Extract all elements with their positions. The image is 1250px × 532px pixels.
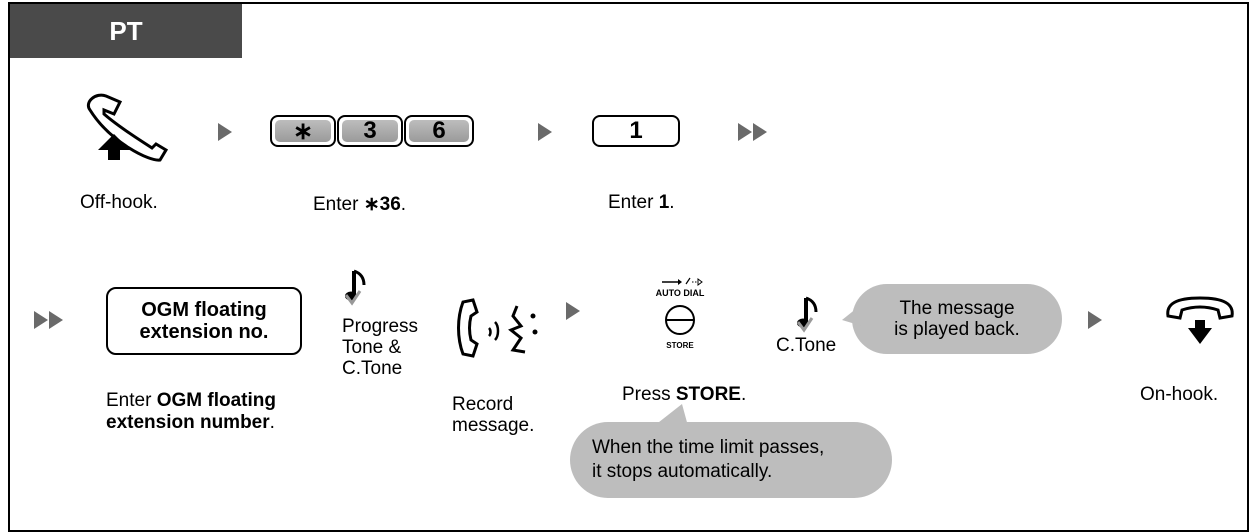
press-bold: STORE [675,384,741,405]
ogm-caption-suffix: . [269,412,275,433]
press-store-caption: Press STORE. [622,384,746,405]
ctone-caption: C.Tone [776,335,837,356]
progress-line1: Progress [342,316,419,337]
key-1: 1 [592,115,680,147]
store-bottom-label: STORE [666,341,694,350]
continue-arrow [34,311,48,329]
enter-code-suffix: . [400,194,407,215]
limit-line1: When the time limit passes, [592,437,825,458]
ogm-caption-bold2: extension number [106,412,270,433]
ogm-caption: Enter OGM floating extension number. [106,390,276,434]
message-bubble-tail [842,304,862,326]
continue-arrow [49,311,63,329]
ogm-box-line2: extension no. [139,321,269,343]
record-line2: message. [452,415,535,436]
handset-onhook-icon [1166,296,1234,344]
enter-code-value: ∗36 [363,194,401,215]
key-star: ∗ [270,115,336,147]
note-icon [344,269,366,306]
enter-1-suffix: . [669,192,675,213]
step-arrow [218,123,232,141]
key-star-label: ∗ [275,118,331,145]
record-line1: Record [452,394,514,415]
limit-line2: it stops automatically. [592,461,773,482]
enter-1-prefix: Enter [608,192,659,213]
step-arrow [566,302,580,320]
time-limit-bubble-tail [654,404,688,426]
store-button-icon: AUTO DIAL STORE [656,277,705,350]
pt-label: PT [109,15,143,46]
progress-line3: C.Tone [342,358,403,379]
speaking-handset-icon [457,298,538,358]
key-3: 3 [337,115,403,147]
key-3-label: 3 [342,117,398,144]
enter-code-prefix: Enter [313,194,364,215]
time-limit-bubble: When the time limit passes, it stops aut… [570,422,892,498]
step-arrow [1088,311,1102,329]
onhook-caption: On-hook. [1140,384,1219,405]
progress-tone-caption: Progress Tone & C.Tone [342,316,418,379]
message-line2: is played back. [894,319,1020,340]
ogm-box-line1: OGM floating [141,299,267,321]
message-line1: The message [899,298,1015,319]
ogm-extension-box: OGM floating extension no. [106,287,302,355]
key-6: 6 [404,115,474,147]
enter-1-caption: Enter 1. [608,192,675,213]
store-top-label: AUTO DIAL [656,288,705,298]
enter-1-value: 1 [658,192,670,213]
press-suffix: . [740,384,747,405]
handset-offhook-icon [87,93,169,162]
enter-code-caption: Enter ∗36. [313,194,406,215]
message-bubble: The message is played back. [852,284,1062,354]
key-6-label: 6 [409,117,469,144]
offhook-caption: Off-hook. [80,192,158,213]
record-caption: Record message. [452,394,534,436]
note-icon [796,296,818,333]
key-1-label: 1 [629,117,643,144]
continue-arrow [753,123,767,141]
progress-line2: Tone & [342,337,402,358]
continue-arrow [738,123,752,141]
ogm-caption-bold1: OGM floating [156,390,276,411]
step-arrow [538,123,552,141]
ogm-caption-prefix: Enter [106,390,157,411]
pt-tab: PT [10,4,242,58]
press-prefix: Press [622,384,676,405]
